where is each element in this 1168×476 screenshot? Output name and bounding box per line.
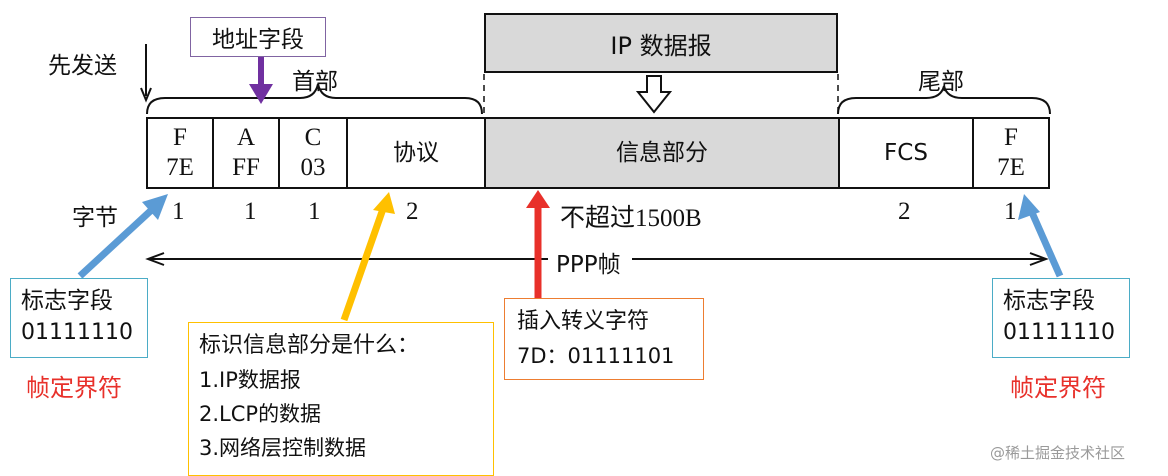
ppp-frame-label: PPP帧: [556, 252, 621, 278]
escape-note-box: 插入转义字符 7D：01111101: [504, 298, 704, 380]
protocol-note-box: 标识信息部分是什么： 1.IP数据报 2.LCP的数据 3.网络层控制数据: [188, 322, 494, 476]
bytes-information: 不超过1500B: [560, 205, 702, 232]
flag-left-value: 01111110: [21, 320, 133, 345]
tail-label: 尾部: [918, 69, 964, 95]
field-flag-start-bottom: 7E: [166, 154, 194, 181]
field-flag-start: F 7E: [146, 117, 214, 189]
first-sent-label: 先发送: [48, 53, 117, 79]
field-flag-start-top: F: [173, 124, 187, 151]
field-information-label: 信息部分: [616, 140, 708, 166]
flag-left-caption: 帧定界符: [26, 374, 122, 402]
flag-right-title: 标志字段: [1003, 288, 1095, 314]
bytes-flag-start: 1: [172, 198, 185, 225]
flag-right-box: 标志字段 01111110: [992, 278, 1130, 358]
field-fcs: FCS: [838, 117, 974, 189]
protocol-arrow: [373, 192, 395, 214]
escape-arrow: [526, 190, 550, 208]
field-control: C 03: [278, 117, 348, 189]
tail-brace: [837, 85, 1051, 115]
field-address-bottom: FF: [232, 154, 260, 181]
protocol-note-title: 标识信息部分是什么：: [199, 333, 420, 358]
ip-datagram-box: IP 数据报: [484, 13, 838, 73]
head-label: 首部: [292, 69, 338, 95]
bytes-label: 字节: [72, 205, 118, 231]
field-protocol-label: 协议: [393, 140, 439, 166]
protocol-note-item: 2.LCP的数据: [199, 402, 322, 426]
flag-right-arrow: [1018, 194, 1040, 220]
watermark: @稀土掘金技术社区: [990, 444, 1126, 462]
bytes-fcs: 2: [898, 198, 911, 225]
escape-note-value: 7D：01111101: [517, 344, 675, 368]
field-flag-end: F 7E: [972, 117, 1050, 189]
bytes-flag-end: 1: [1004, 198, 1017, 225]
field-information: 信息部分: [484, 117, 840, 189]
ip-datagram-label: IP 数据报: [610, 31, 712, 60]
protocol-note-item: 1.IP数据报: [199, 368, 301, 392]
field-control-top: C: [304, 124, 322, 151]
escape-note-title: 插入转义字符: [517, 309, 650, 334]
flag-left-arrow: [142, 194, 168, 220]
flag-right-value: 01111110: [1003, 320, 1115, 345]
field-flag-end-top: F: [1004, 124, 1018, 151]
flag-left-box: 标志字段 01111110: [10, 278, 148, 358]
address-arrow: [249, 84, 273, 104]
field-fcs-label: FCS: [884, 140, 928, 166]
bytes-protocol: 2: [406, 198, 419, 225]
field-control-bottom: 03: [300, 154, 326, 181]
bytes-control: 1: [308, 198, 321, 225]
hollow-down-arrow: [635, 75, 673, 114]
bytes-address: 1: [244, 198, 257, 225]
flag-left-title: 标志字段: [21, 288, 113, 314]
address-field-label: 地址字段: [212, 27, 304, 53]
field-protocol: 协议: [346, 117, 486, 189]
protocol-note-item: 3.网络层控制数据: [199, 436, 367, 460]
field-address: A FF: [212, 117, 280, 189]
address-field-box: 地址字段: [190, 17, 326, 57]
field-flag-end-bottom: 7E: [997, 154, 1025, 181]
header-brace: [146, 83, 483, 115]
field-address-top: A: [236, 124, 256, 151]
flag-right-caption: 帧定界符: [1010, 374, 1106, 402]
